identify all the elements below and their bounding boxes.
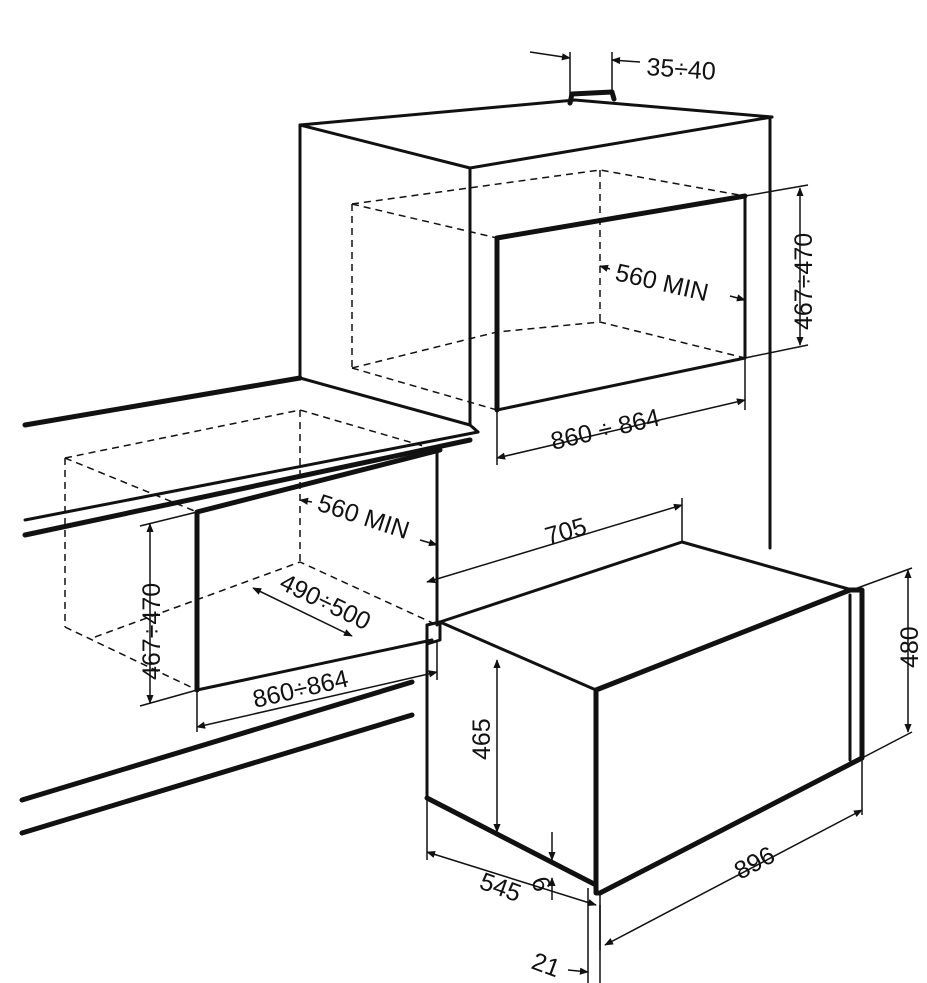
upper-cabinet — [298, 89, 774, 550]
dim-appliance-depth: 705 — [542, 512, 590, 550]
dim-top-gap: 35÷40 — [646, 53, 717, 86]
dim-appliance-height: 480 — [896, 626, 924, 668]
lower-niche — [64, 409, 443, 693]
dim-appliance-width: 896 — [730, 841, 780, 885]
dim-upper-height: 467÷470 — [790, 233, 818, 330]
dim-lower-depth: 560 MIN — [314, 489, 413, 545]
dim-frame-depth: 21 — [528, 947, 564, 983]
dim-lower-height: 467÷470 — [138, 583, 166, 680]
dim-upper-width: 860 ÷ 864 — [548, 404, 663, 456]
appliance-box — [424, 540, 865, 896]
dim-upper-depth: 560 MIN — [613, 259, 711, 308]
countertop — [19, 375, 480, 836]
dim-appliance-body-height: 465 — [468, 718, 496, 760]
dim-lower-inner-depth: 490÷500 — [275, 568, 375, 636]
dimension-lines — [139, 51, 913, 983]
dim-appliance-side: 545 — [476, 867, 525, 908]
